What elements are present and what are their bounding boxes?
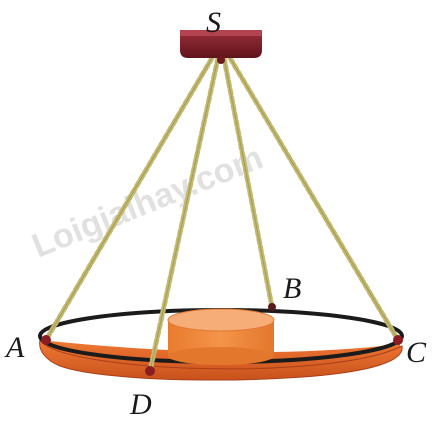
label-a: A [4, 331, 25, 364]
ring-c [393, 335, 403, 345]
ceiling-mount [180, 30, 262, 64]
label-c: C [406, 336, 427, 369]
label-b: B [283, 272, 301, 305]
ring-a [41, 335, 51, 345]
weight-cylinder [167, 308, 275, 365]
ring-d [145, 366, 155, 376]
watermark-text: Loigiaihay.com [27, 138, 268, 265]
tray-underside [39, 338, 403, 381]
ring-b [268, 303, 276, 311]
label-s: S [206, 6, 221, 39]
label-d: D [129, 388, 152, 421]
